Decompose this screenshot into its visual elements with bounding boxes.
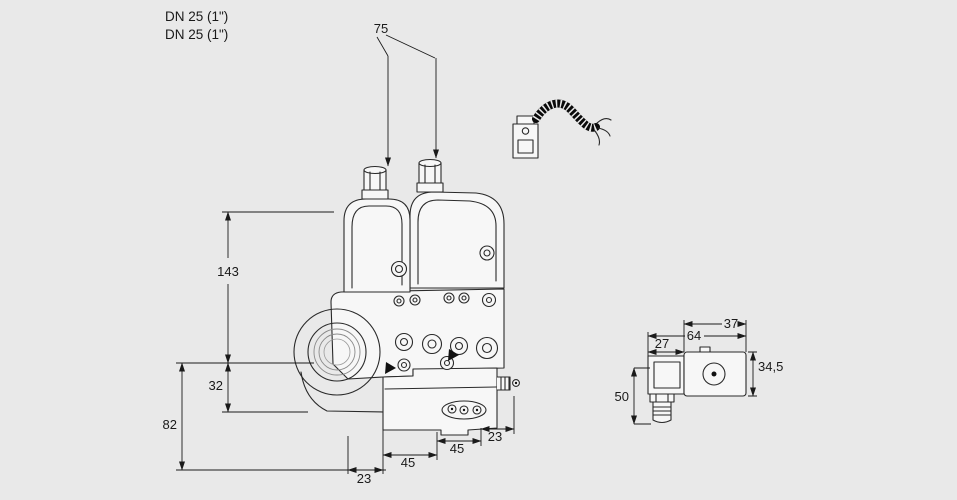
detail-top-nub <box>699 346 711 353</box>
plug-screw <box>521 127 530 135</box>
regulator-block <box>382 367 498 436</box>
right-solenoid <box>409 191 505 289</box>
valve-drawing <box>293 158 520 436</box>
nominal-size-label: DN 25 (1") DN 25 (1") <box>165 8 228 44</box>
flow-arrow-left <box>385 362 396 374</box>
dimension-32: 32 <box>209 362 231 413</box>
dim-27-label: 27 <box>655 336 669 351</box>
right-solenoid-cap <box>416 158 444 193</box>
left-solenoid-cap <box>361 165 389 200</box>
dim-32-label: 32 <box>209 378 223 393</box>
inlet-flange <box>293 308 381 396</box>
solenoid-detail-drawing <box>647 346 747 424</box>
dimension-143: 143 <box>176 211 334 413</box>
flow-arrow-right <box>448 349 459 361</box>
dim-37-label: 37 <box>724 316 738 331</box>
test-nipple <box>496 376 520 391</box>
dim-50-label: 50 <box>615 389 629 404</box>
cable-wire-ends <box>594 117 612 146</box>
plug-face <box>517 139 534 154</box>
dim-143-label: 143 <box>217 264 239 279</box>
detail-connector-face <box>653 361 681 389</box>
dimensions-bottom: 23 45 45 23 <box>347 396 515 486</box>
detail-coil-center <box>711 371 717 377</box>
dimensions-detail: 27 64 37 34,5 50 <box>615 316 783 425</box>
dim-82-label: 82 <box>163 417 177 432</box>
regulator-block-seam <box>384 386 497 390</box>
body-bolts <box>393 292 499 372</box>
dim-45-right-label: 45 <box>450 441 464 456</box>
cable-plug-drawing <box>512 99 612 159</box>
dim-45-left-label: 45 <box>401 455 415 470</box>
nominal-size-line1: DN 25 (1") <box>165 9 229 24</box>
cable <box>532 99 600 132</box>
nominal-size-line2: DN 25 (1") <box>165 27 229 42</box>
regulator-screws <box>447 404 482 415</box>
dim-34-5-label: 34,5 <box>758 359 783 374</box>
regulator-pocket <box>441 400 487 420</box>
dimension-75: 75 <box>374 21 439 167</box>
detail-coil-ring <box>702 362 726 386</box>
dim-23-bottom-left-label: 23 <box>357 471 371 486</box>
plug-cable-entry <box>516 115 535 125</box>
dim-23-bottom-right-label: 23 <box>488 429 502 444</box>
dim-75-label: 75 <box>374 21 388 36</box>
detail-cable-gland <box>649 393 675 424</box>
dim-64-label: 64 <box>687 328 701 343</box>
left-solenoid <box>343 198 411 293</box>
